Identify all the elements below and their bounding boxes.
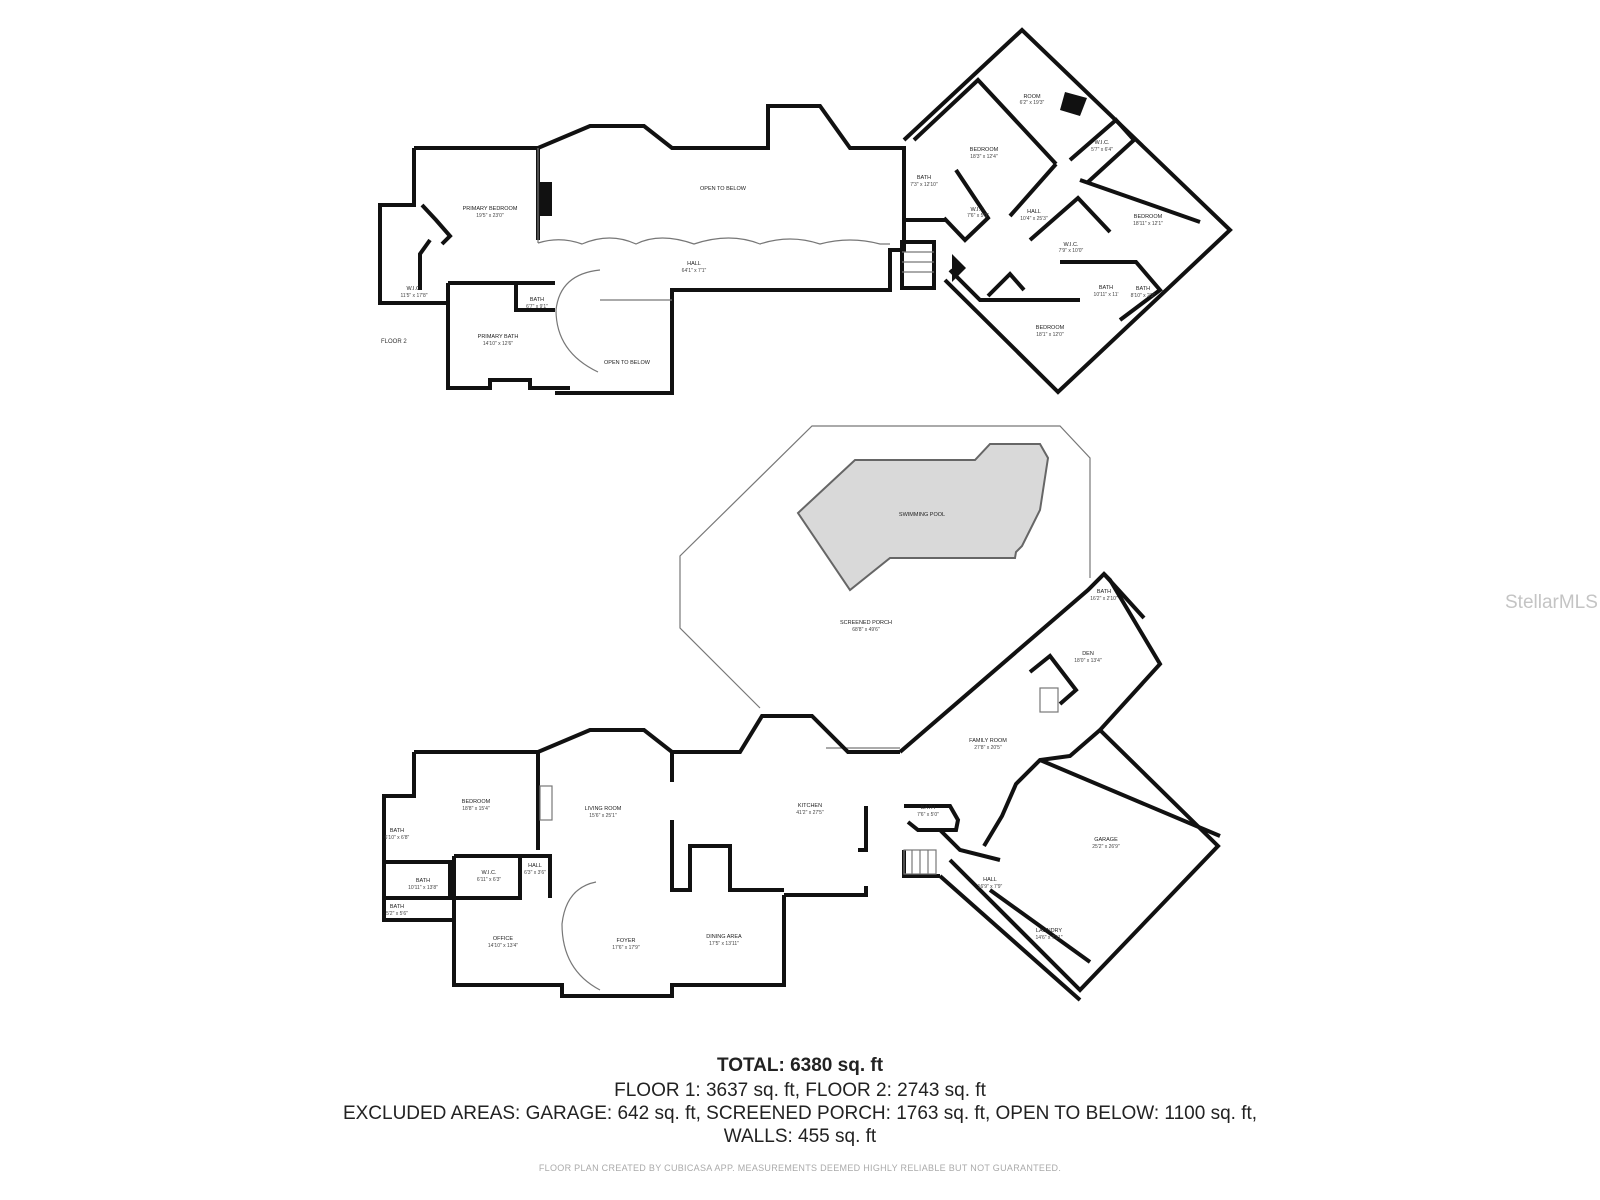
room-dims: 7'9" x 10'0": [1059, 248, 1084, 254]
room-dims: 27'8" x 20'5": [974, 745, 1002, 751]
room-dims: 10'4" x 25'3": [1020, 216, 1048, 222]
room-name: BEDROOM: [1036, 325, 1065, 331]
room-name: PRIMARY BEDROOM: [463, 206, 518, 212]
room-dims: 16'9" x 7'9": [978, 884, 1003, 890]
room-name: BEDROOM: [462, 799, 491, 805]
room-dims: 64'1" x 7'1": [682, 268, 707, 274]
room-dims: 7'6" x 5'0": [967, 213, 989, 219]
room-name: KITCHEN: [798, 803, 822, 809]
floor-1-plan: SWIMMING POOL SCREENED PORCH 68'8" x 49'…: [382, 425, 1221, 1002]
room-name: W.I.C.: [1095, 140, 1110, 146]
room-name: DINING AREA: [706, 934, 742, 940]
room-name: OPEN TO BELOW: [700, 186, 747, 192]
room-dims: 17'6" x 17'9": [612, 945, 640, 951]
room-name: HALL: [1027, 209, 1041, 215]
room-dims: 18'1" x 12'0": [1036, 332, 1064, 338]
room-dims: 14'10" x 13'4": [488, 943, 518, 949]
room-dims: 5'7" x 6'4": [1091, 147, 1113, 153]
room-dims: 18'8" x 15'4": [462, 806, 490, 812]
room-name: LIVING ROOM: [585, 806, 622, 812]
room-dims: 6'10" x 6'8": [385, 835, 410, 841]
disclaimer: FLOOR PLAN CREATED BY CUBICASA APP. MEAS…: [538, 1163, 1062, 1173]
room-name: W.I.C.: [482, 870, 497, 876]
room-dims: 10'11" x 11': [1094, 292, 1119, 298]
room-name: BATH: [1136, 286, 1150, 292]
room-dims: 25'2" x 26'9": [1092, 844, 1120, 850]
room-name: BATH: [530, 297, 544, 303]
room-dims: 15'6" x 25'1": [589, 813, 617, 819]
room-dims: 7'6" x 5'0": [917, 812, 939, 818]
room-dims: 19'5" x 23'0": [476, 213, 504, 219]
room-dims: 14'6" x 7'11": [1035, 935, 1062, 941]
room-name: HALL: [983, 877, 997, 883]
room-name: OPEN TO BELOW: [604, 360, 651, 366]
room-dims: 18'11" x 12'1": [1133, 221, 1163, 227]
room-name: HALL: [528, 863, 542, 869]
watermark: StellarMLS: [1505, 592, 1598, 613]
room-name: BATH: [416, 878, 430, 884]
floor-areas: FLOOR 1: 3637 sq. ft, FLOOR 2: 2743 sq. …: [614, 1080, 986, 1101]
room-name: DEN: [1082, 651, 1094, 657]
room-name: BATH: [1097, 589, 1111, 595]
room-name: BATH: [1099, 285, 1113, 291]
excluded-areas: EXCLUDED AREAS: GARAGE: 642 sq. ft, SCRE…: [342, 1103, 1258, 1124]
room-name: PRIMARY BATH: [478, 334, 519, 340]
floor-label: FLOOR 2: [381, 339, 407, 345]
room-dims: 6'3" x 3'6": [524, 870, 546, 876]
room-dims: 10'11" x 13'8": [408, 885, 438, 891]
total-area: TOTAL: 6380 sq. ft: [716, 1055, 884, 1076]
room-name: W.I.C.: [1064, 242, 1079, 248]
room-name: OFFICE: [493, 936, 513, 942]
room-dims: 68'8" x 49'6": [852, 627, 880, 633]
room-name: BATH: [390, 904, 404, 910]
room-name: BATH: [921, 805, 935, 811]
room-dims: 5'2" x 5'6": [386, 911, 408, 917]
room-dims: 18'3" x 12'4": [970, 154, 998, 160]
room-name: W.I.C.: [971, 207, 986, 213]
room-name: ROOM: [1023, 94, 1041, 100]
room-dims: 18'0" x 13'4": [1074, 658, 1102, 664]
room-dims: 17'5" x 13'11": [709, 941, 739, 947]
room-dims: 6'11" x 6'3": [477, 877, 501, 883]
walls-area: WALLS: 455 sq. ft: [723, 1126, 877, 1147]
room-name: W.I.C.: [407, 286, 422, 292]
room-dims: 16'2" x 2'10": [1090, 596, 1118, 602]
room-name: BEDROOM: [970, 147, 999, 153]
room-dims: 6'2" x 19'3": [1020, 100, 1045, 106]
floor-2-plan: FLOOR 2 PRIMARY BEDROOM 19'5" x 23'0" W.…: [378, 27, 1233, 395]
room-dims: 6'7" x 9'1": [526, 304, 548, 310]
room-dims: 41'2" x 27'5": [796, 810, 824, 816]
room-name: FOYER: [617, 938, 636, 944]
room-name: FAMILY ROOM: [969, 738, 1007, 744]
room-name: GARAGE: [1094, 837, 1118, 843]
room-name: HALL: [687, 261, 701, 267]
room-name: SCREENED PORCH: [840, 620, 892, 626]
room-dims: 14'10" x 12'6": [483, 341, 513, 347]
room-dims: 11'5" x 17'8": [400, 293, 427, 299]
room-dims: 8'10" x 2'3": [1131, 293, 1156, 299]
room-dims: 7'3" x 12'10": [910, 182, 938, 188]
room-name: LAUNDRY: [1036, 928, 1063, 934]
room-name: BATH: [390, 828, 404, 834]
room-name: BEDROOM: [1134, 214, 1163, 220]
room-name: BATH: [917, 175, 931, 181]
room-name: SWIMMING POOL: [899, 512, 945, 518]
